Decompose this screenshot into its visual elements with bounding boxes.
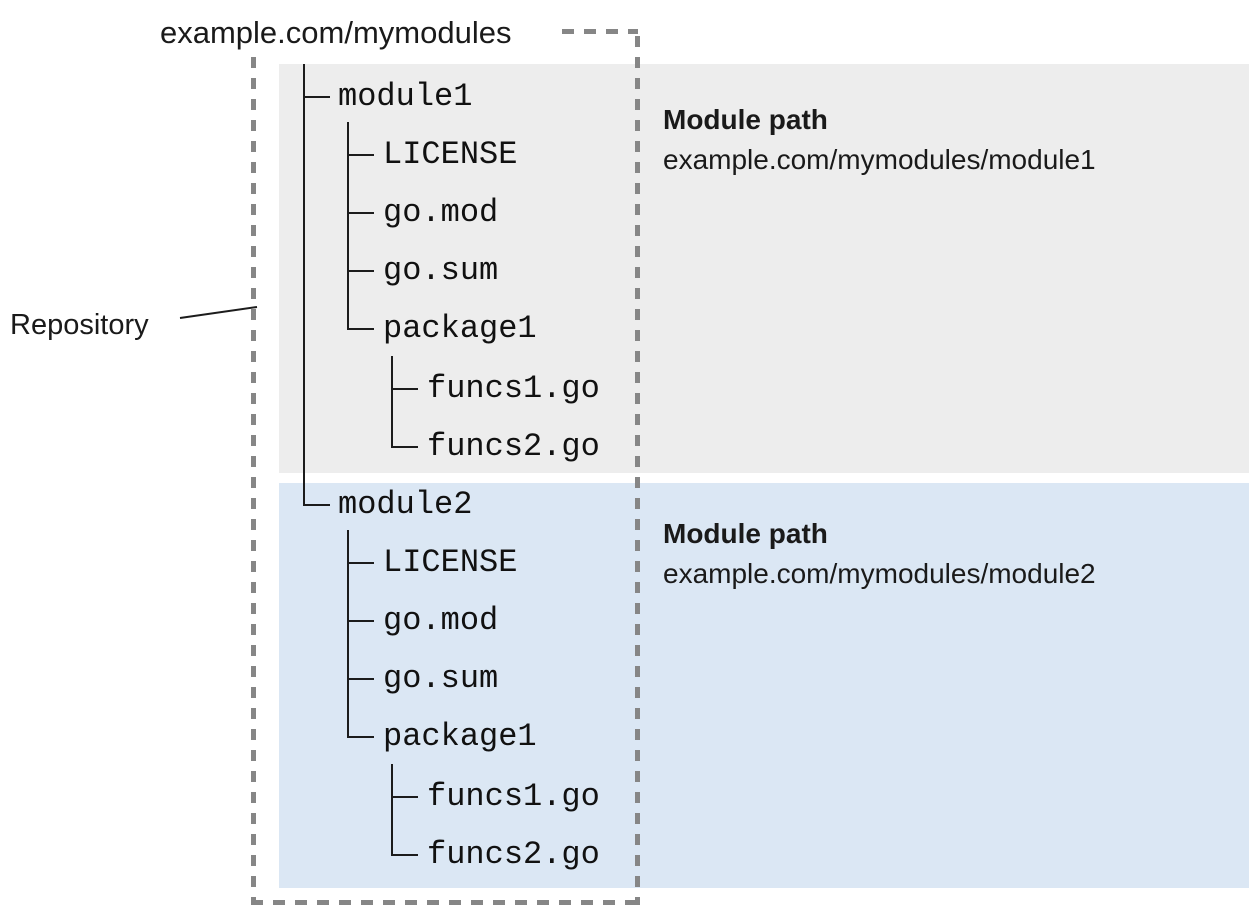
tree-line <box>347 530 349 738</box>
tree-label-funcs2: funcs2.go <box>427 836 600 873</box>
module1-panel <box>279 64 1249 473</box>
tree-label-license: LICENSE <box>383 136 518 173</box>
tree-label-license: LICENSE <box>383 544 518 581</box>
tree-label-gosum: go.sum <box>383 660 499 697</box>
module2-panel <box>279 483 1249 888</box>
tree-line <box>348 154 374 156</box>
module-path-heading: Module path <box>663 104 828 135</box>
tree-label-module2: module2 <box>338 486 473 523</box>
repository-label: Repository <box>10 309 149 341</box>
tree-line <box>347 122 349 330</box>
module1-path-block: Module path example.com/mymodules/module… <box>663 100 1096 180</box>
tree-line <box>391 764 393 856</box>
tree-label-funcs1: funcs1.go <box>427 778 600 815</box>
tree-line <box>392 854 418 856</box>
module2-path-block: Module path example.com/mymodules/module… <box>663 514 1096 594</box>
tree-line <box>392 796 418 798</box>
tree-label-package1: package1 <box>383 718 537 755</box>
tree-label-module1: module1 <box>338 78 473 115</box>
tree-line <box>304 504 330 506</box>
tree-line <box>348 270 374 272</box>
repo-border-top <box>562 29 638 34</box>
repo-title: example.com/mymodules <box>160 15 512 50</box>
tree-label-gomod: go.mod <box>383 194 499 231</box>
tree-label-funcs1: funcs1.go <box>427 370 600 407</box>
module1-path-value: example.com/mymodules/module1 <box>663 144 1096 175</box>
tree-line <box>304 96 330 98</box>
tree-label-gomod: go.mod <box>383 602 499 639</box>
tree-line <box>391 356 393 448</box>
repo-border-right <box>635 36 640 905</box>
tree-line <box>348 678 374 680</box>
tree-label-package1: package1 <box>383 310 537 347</box>
module2-path-value: example.com/mymodules/module2 <box>663 558 1096 589</box>
tree-label-gosum: go.sum <box>383 252 499 289</box>
repo-border-bottom <box>251 900 640 905</box>
repo-border-left <box>251 57 256 903</box>
tree-line <box>303 64 305 506</box>
tree-line <box>348 736 374 738</box>
tree-line <box>348 212 374 214</box>
tree-line <box>348 328 374 330</box>
module-path-heading: Module path <box>663 518 828 549</box>
tree-line <box>348 620 374 622</box>
tree-label-funcs2: funcs2.go <box>427 428 600 465</box>
tree-line <box>392 388 418 390</box>
tree-line <box>392 446 418 448</box>
tree-line <box>348 562 374 564</box>
